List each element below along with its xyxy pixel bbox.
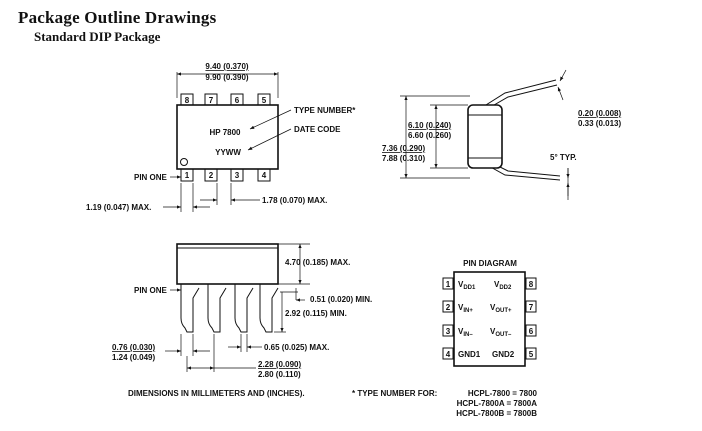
pin-one-label-front: PIN ONE [134, 286, 168, 295]
pin-8-label: 8 [185, 96, 190, 105]
pd-vin-plus: VIN+ [458, 303, 473, 314]
span-dim-max: 7.88 (0.310) [382, 154, 425, 163]
side-body [467, 104, 503, 169]
height-dim: 4.70 (0.185) MAX. [285, 258, 350, 267]
width-dim-min: 9.40 (0.370) [205, 62, 248, 71]
shoulder-dim-max: 1.24 (0.049) [112, 353, 155, 362]
front-view: PIN ONE 4.70 (0.185) MAX. 0.51 (0.020) M… [112, 243, 372, 379]
pin-6-label: 6 [235, 96, 240, 105]
date-code-callout: DATE CODE [294, 125, 341, 134]
pd-vout-plus: VOUT+ [490, 303, 512, 314]
pin-width-dim: 1.19 (0.047) MAX. [86, 203, 151, 212]
type-line-3: HCPL-7800B = 7800B [456, 409, 537, 418]
pd-num-2: 2 [446, 303, 451, 312]
pitch-dim-max: 2.80 (0.110) [258, 370, 301, 379]
page-title: Package Outline Drawings [18, 8, 217, 27]
body-dim-max: 6.60 (0.260) [408, 131, 451, 140]
lead-width-dim: 0.65 (0.025) MAX. [264, 343, 329, 352]
pd-num-3: 3 [446, 327, 451, 336]
marking-date: YYWW [215, 148, 241, 157]
body-dim-min: 6.10 (0.240) [408, 121, 451, 130]
pd-gnd2: GND2 [492, 350, 515, 359]
top-pin-row: 8 7 6 5 [180, 93, 271, 106]
pd-vdd1: VDD1 [458, 280, 476, 291]
side-view: 6.10 (0.240) 6.60 (0.260) 7.36 (0.290) 7… [382, 69, 621, 200]
pin-diagram-title: PIN DIAGRAM [463, 259, 517, 268]
pin-4-label: 4 [262, 171, 267, 180]
page-subtitle: Standard DIP Package [34, 29, 161, 44]
pd-num-6: 6 [529, 327, 534, 336]
pd-gnd1: GND1 [458, 350, 481, 359]
standoff-dim: 0.51 (0.020) MIN. [310, 295, 372, 304]
pd-vin-minus: VIN– [458, 327, 473, 338]
dimensions-note: DIMENSIONS IN MILLIMETERS AND (INCHES). [128, 389, 305, 398]
pd-num-5: 5 [529, 350, 534, 359]
pd-num-1: 1 [446, 280, 451, 289]
pin-one-dot [180, 158, 188, 166]
pin-5-label: 5 [262, 96, 267, 105]
marking-type: HP 7800 [210, 128, 242, 137]
pin-1-label: 1 [185, 171, 190, 180]
dip-body-top [176, 104, 279, 170]
pitch-dim-min: 2.28 (0.090) [258, 360, 301, 369]
pd-vout-minus: VOUT– [490, 327, 512, 338]
type-line-2: HCPL-7800A = 7800A [457, 399, 538, 408]
width-dim-max: 9.90 (0.390) [205, 73, 248, 82]
bottom-pin-row: 1 2 3 4 [180, 168, 271, 182]
shoulder-dim-min: 0.76 (0.030) [112, 343, 155, 352]
pd-num-7: 7 [529, 303, 534, 312]
pin-one-label-top: PIN ONE [134, 173, 168, 182]
type-note-label: * TYPE NUMBER FOR: [352, 389, 437, 398]
type-line-1: HCPL-7800 = 7800 [468, 389, 538, 398]
pin-diagram-body [453, 271, 526, 367]
lead-thickness-max: 0.33 (0.013) [578, 119, 621, 128]
front-body [176, 243, 279, 285]
pd-vdd2: VDD2 [494, 280, 512, 291]
date-callout-line [247, 128, 292, 151]
top-view: 9.40 (0.370) 9.90 (0.390) 8 7 6 5 HP 780… [86, 62, 356, 212]
pin-3-label: 3 [235, 171, 240, 180]
front-leads [180, 284, 279, 333]
pin-2-label: 2 [209, 171, 214, 180]
pd-num-8: 8 [529, 280, 534, 289]
type-callout-line [249, 109, 292, 130]
lead-thickness-min: 0.20 (0.008) [578, 109, 621, 118]
pd-num-4: 4 [446, 350, 451, 359]
pin-spacing-dim: 1.78 (0.070) MAX. [262, 196, 327, 205]
lead-length-dim: 2.92 (0.115) MIN. [285, 309, 347, 318]
lead-angle: 5° TYP. [550, 153, 577, 162]
type-number-callout: TYPE NUMBER* [294, 106, 356, 115]
pin-diagram: PIN DIAGRAM 1 8 VDD1 VDD2 2 7 VIN+ VOUT+… [442, 259, 537, 367]
pin-7-label: 7 [209, 96, 214, 105]
span-dim-min: 7.36 (0.290) [382, 144, 425, 153]
